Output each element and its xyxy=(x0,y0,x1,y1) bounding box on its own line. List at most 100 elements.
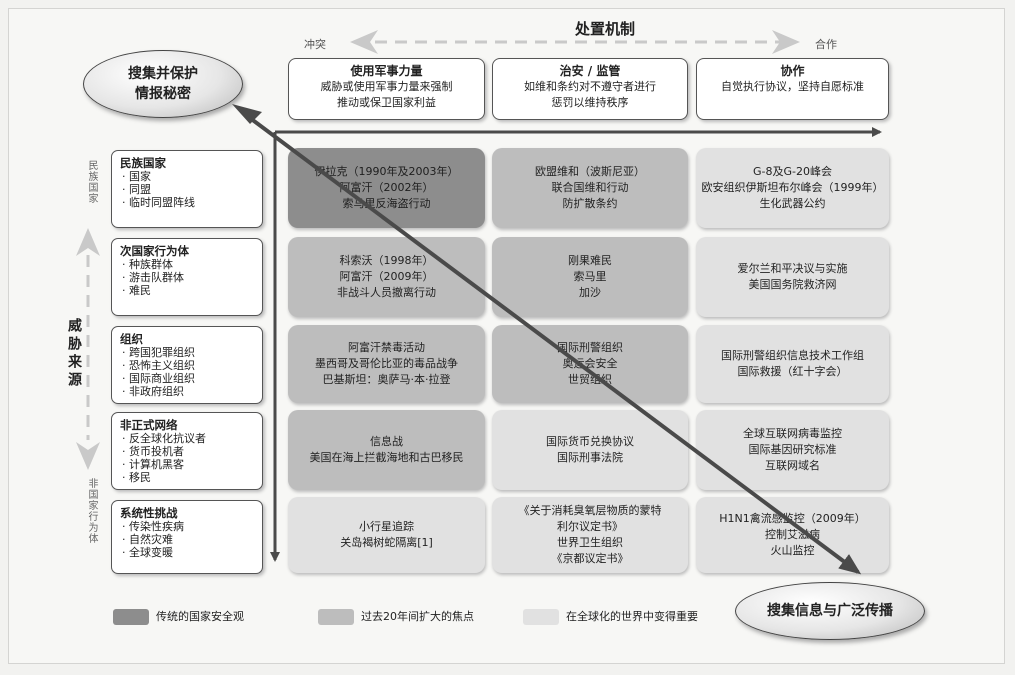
matrix-cell: 信息战美国在海上拦截海地和古巴移民 xyxy=(288,410,485,490)
column-desc-line: 推动或保卫国家利益 xyxy=(337,96,436,109)
top-arrow-right xyxy=(772,30,800,54)
legend-label-expanded: 过去20年间扩大的焦点 xyxy=(361,610,474,623)
matrix-cell: 刚果难民索马里加沙 xyxy=(492,237,688,317)
oval-collect-protect: 搜集并保护 情报秘密 xyxy=(83,50,243,118)
matrix-cell: 欧盟维和（波斯尼亚） 联合国维和行动防扩散条约 xyxy=(492,148,688,228)
top-arrow-left xyxy=(350,30,378,54)
cell-line: 国际刑警组织 xyxy=(557,341,623,354)
non-state-axis-label: 非国家行为体 xyxy=(86,478,97,544)
cell-line: 阿富汗（2009年） xyxy=(339,270,434,283)
cell-line: 奥运会安全 xyxy=(562,357,618,370)
row-header-nation-state: 民族国家 · 国家 · 同盟 · 临时同盟阵线 xyxy=(111,150,263,228)
column-title: 治安 / 监管 xyxy=(559,64,621,78)
row-item: · 难民 xyxy=(122,284,151,297)
matrix-cell: 爱尔兰和平决议与实施美国国务院救济网 xyxy=(696,237,889,317)
cell-line: 信息战 xyxy=(370,435,403,448)
oval-text: 搜集信息与广泛传播 xyxy=(767,603,893,619)
matrix-cell: 全球互联网病毒监控国际基因研究标准互联网域名 xyxy=(696,410,889,490)
row-item: · 传染性疾病 xyxy=(122,520,184,533)
left-arrow-up xyxy=(76,228,100,256)
cell-line: 国际救援（红十字会） xyxy=(737,365,848,378)
cell-line: 联合国维和行动 xyxy=(551,181,629,194)
cell-line: G-8及G-20峰会 xyxy=(753,165,832,178)
row-item: · 国际商业组织 xyxy=(122,372,195,385)
row-title: 非正式网络 xyxy=(120,418,178,432)
matrix-cell: 国际刑警组织信息技术工作组国际救援（红十字会） xyxy=(696,325,889,403)
cell-line: 非战斗人员撤离行动 xyxy=(337,286,436,299)
row-item: · 反全球化抗议者 xyxy=(122,432,206,445)
column-desc-line: 如维和条约对不遵守者进行 xyxy=(524,80,656,93)
matrix-cell: 伊拉克（1990年及2003年） 阿富汗（2002年） 索马里反海盗行动 xyxy=(288,148,485,228)
row-item: · 移民 xyxy=(122,471,151,484)
cell-line: 国际刑警组织信息技术工作组 xyxy=(721,349,864,362)
cell-line: 世界卫生组织 xyxy=(557,536,623,549)
threat-source-title: 威胁来源 xyxy=(66,318,82,390)
matrix-cell: H1N1禽流感监控（2009年）控制艾滋病火山监控 xyxy=(696,497,889,573)
cell-line: 利尔议定书》 xyxy=(557,520,623,533)
column-title: 使用军事力量 xyxy=(350,64,423,78)
nation-state-axis-label: 民族国家 xyxy=(86,160,97,204)
cell-line: 墨西哥及哥伦比亚的毒品战争 xyxy=(315,357,458,370)
cell-line: 国际货币兑换协议 xyxy=(546,435,634,448)
cell-line: 小行星追踪 xyxy=(359,520,414,533)
cell-line: 国际刑事法院 xyxy=(557,451,623,464)
row-header-systemic-challenge: 系统性挑战 · 传染性疾病 · 自然灾难 · 全球变暖 xyxy=(111,500,263,574)
matrix-cell: 国际货币兑换协议国际刑事法院 xyxy=(492,410,688,490)
cell-line: 巴基斯坦：奥萨马·本·拉登 xyxy=(322,373,451,386)
row-item: · 临时同盟阵线 xyxy=(122,196,195,209)
row-item: · 自然灾难 xyxy=(122,533,173,546)
cell-line: 阿富汗禁毒活动 xyxy=(348,341,425,354)
matrix-cell: 科索沃（1998年） 阿富汗（2009年） 非战斗人员撤离行动 xyxy=(288,237,485,317)
legend-label-traditional: 传统的国家安全观 xyxy=(156,610,244,623)
cell-line: 生化武器公约 xyxy=(759,197,826,210)
cell-line: 欧安组织伊斯坦布尔峰会（1999年） xyxy=(701,181,884,194)
column-header-policing: 治安 / 监管 如维和条约对不遵守者进行 惩罚以维持秩序 xyxy=(492,58,688,120)
row-item: · 恐怖主义组织 xyxy=(122,359,195,372)
cell-line: 爱尔兰和平决议与实施 xyxy=(737,262,848,275)
row-item: · 国家 xyxy=(122,170,151,183)
header-title: 处置机制 xyxy=(574,20,635,38)
cell-line: 互联网域名 xyxy=(765,459,820,472)
cell-line: 《京都议定书》 xyxy=(551,552,629,565)
row-item: · 全球变暖 xyxy=(122,546,173,559)
row-title: 系统性挑战 xyxy=(120,506,178,520)
cell-line: 科索沃（1998年） xyxy=(339,254,434,267)
oval-line-1: 搜集并保护 xyxy=(128,66,198,82)
cell-line: 伊拉克（1990年及2003年） xyxy=(314,165,459,178)
row-title: 次国家行为体 xyxy=(120,244,189,258)
oval-line-2: 情报秘密 xyxy=(135,86,191,102)
cell-line: 加沙 xyxy=(579,286,601,299)
cell-line: 美国在海上拦截海地和古巴移民 xyxy=(309,451,464,464)
matrix-cell: 阿富汗禁毒活动墨西哥及哥伦比亚的毒品战争巴基斯坦：奥萨马·本·拉登 xyxy=(288,325,485,403)
cell-line: 《关于消耗臭氧层物质的蒙特 xyxy=(518,504,662,517)
cell-line: 关岛褐树蛇隔离[1] xyxy=(340,536,433,549)
row-item: · 游击队群体 xyxy=(122,271,184,284)
legend-label-globalized: 在全球化的世界中变得重要 xyxy=(566,610,698,623)
cell-line: 欧盟维和（波斯尼亚） xyxy=(535,165,645,178)
column-desc-line: 自觉执行协议，坚持自愿标准 xyxy=(721,80,864,93)
row-item: · 同盟 xyxy=(122,183,151,196)
column-header-collaboration: 协作 自觉执行协议，坚持自愿标准 xyxy=(696,58,889,120)
cell-line: 世贸组织 xyxy=(568,373,612,386)
conflict-label: 冲突 xyxy=(304,38,326,51)
left-arrow-down xyxy=(76,442,100,470)
cell-line: 全球互联网病毒监控 xyxy=(743,427,842,440)
column-header-military: 使用军事力量 威胁或使用军事力量来强制 推动或保卫国家利益 xyxy=(288,58,485,120)
cell-line: 控制艾滋病 xyxy=(765,528,820,541)
cell-line: 索马里反海盗行动 xyxy=(342,197,431,210)
legend-swatch-expanded xyxy=(318,609,354,625)
matrix-cell: G-8及G-20峰会欧安组织伊斯坦布尔峰会（1999年） 生化武器公约 xyxy=(696,148,889,228)
column-desc-line: 惩罚以维持秩序 xyxy=(551,96,629,109)
cell-line: 阿富汗（2002年） xyxy=(339,181,434,194)
legend-swatch-globalized xyxy=(523,609,559,625)
row-title: 民族国家 xyxy=(120,156,166,170)
row-item: · 非政府组织 xyxy=(122,385,184,398)
cell-line: 防扩散条约 xyxy=(562,197,618,210)
cooperation-label: 合作 xyxy=(815,38,837,51)
row-item: · 货币投机者 xyxy=(122,445,184,458)
cell-line: 国际基因研究标准 xyxy=(748,443,837,456)
cell-line: 美国国务院救济网 xyxy=(748,278,837,291)
matrix-cell: 《关于消耗臭氧层物质的蒙特利尔议定书》世界卫生组织《京都议定书》 xyxy=(492,497,688,573)
row-item: · 种族群体 xyxy=(122,258,173,271)
cell-line: 刚果难民 xyxy=(568,254,612,267)
